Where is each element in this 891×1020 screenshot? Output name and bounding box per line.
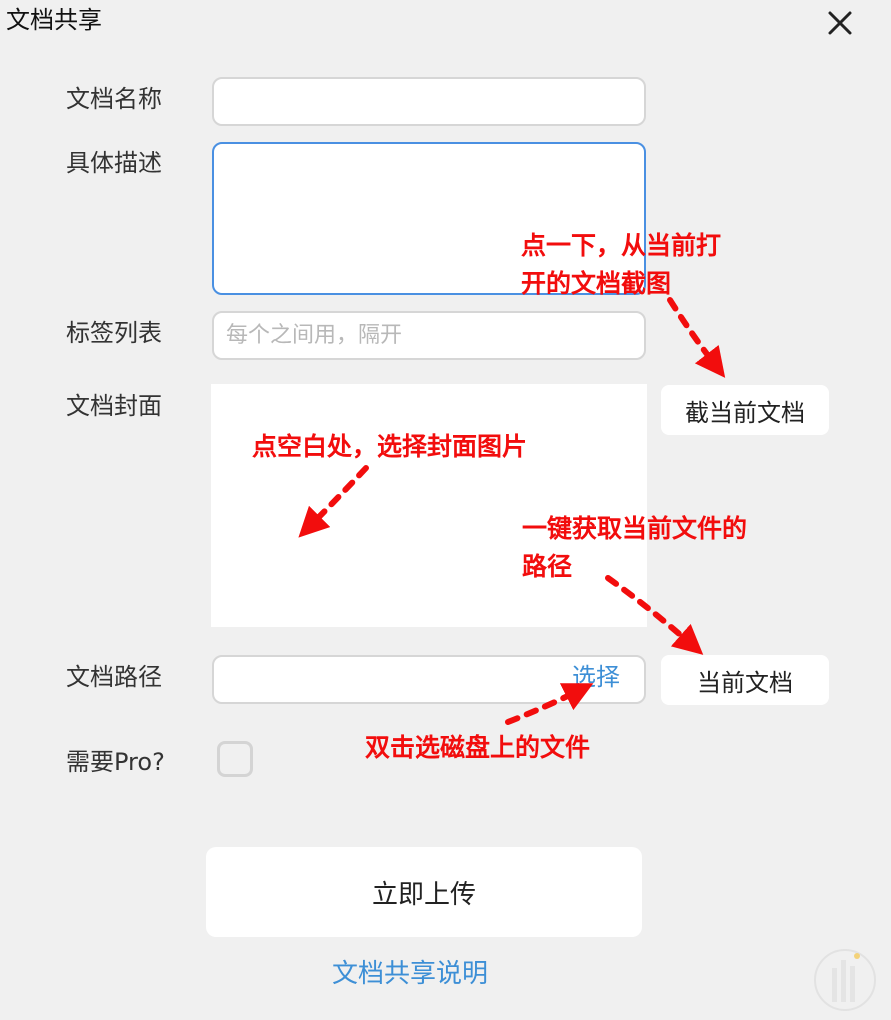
select-hint-annotation: 双击选磁盘上的文件 <box>365 733 591 762</box>
path-hint-annotation: 一键获取当前文件的 路径 <box>522 514 748 581</box>
screenshot-hint-annotation: 点一下，从当前打 开的文档截图 <box>521 231 722 298</box>
help-link[interactable]: 文档共享说明 <box>332 959 489 989</box>
close-icon <box>828 11 852 35</box>
description-textarea[interactable] <box>212 142 646 295</box>
select-file-link[interactable]: 选择 <box>572 663 620 691</box>
close-button[interactable] <box>822 6 858 40</box>
pro-label: 需要Pro? <box>66 748 165 776</box>
arrow-screenshot <box>667 297 726 378</box>
path-label: 文档路径 <box>66 663 162 691</box>
screenshot-doc-button[interactable]: 截当前文档 <box>661 385 829 435</box>
window-title: 文档共享 <box>6 6 102 34</box>
watermark-logo-icon <box>814 949 876 1011</box>
doc-name-label: 文档名称 <box>66 85 162 113</box>
cover-image-area[interactable] <box>211 384 647 627</box>
cover-hint-annotation: 点空白处，选择封面图片 <box>252 432 528 461</box>
pro-checkbox[interactable] <box>217 741 253 777</box>
doc-name-input[interactable] <box>212 77 646 126</box>
cover-label: 文档封面 <box>66 392 162 420</box>
upload-button[interactable]: 立即上传 <box>206 847 642 937</box>
tags-label: 标签列表 <box>66 319 162 347</box>
tags-input[interactable] <box>212 311 646 360</box>
description-label: 具体描述 <box>66 149 162 177</box>
current-doc-button[interactable]: 当前文档 <box>661 655 829 705</box>
